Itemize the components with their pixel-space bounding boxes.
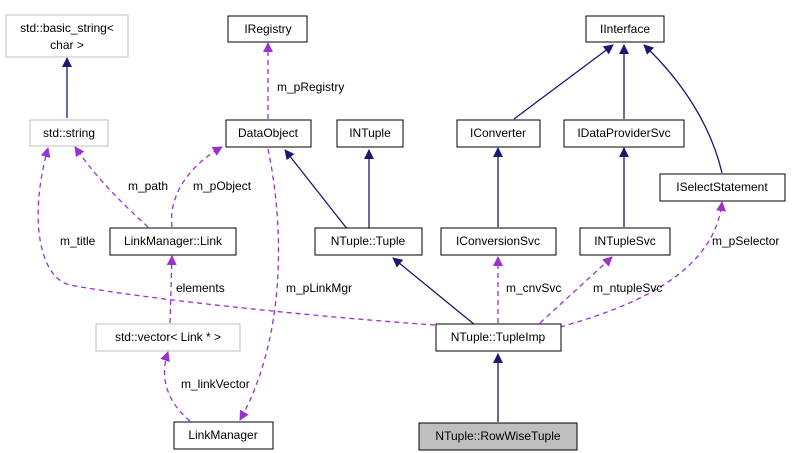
node-intuple-label: INTuple [349, 126, 391, 140]
node-iconverter-label: IConverter [470, 126, 526, 140]
edge-linkmanager-m-plinkmgr [239, 148, 280, 421]
label-m-plinkmgr: m_pLinkMgr [286, 281, 352, 295]
label-m-path: m_path [128, 179, 168, 193]
node-std-string[interactable]: std::string [29, 119, 109, 147]
node-linkmanager[interactable]: LinkManager [173, 421, 274, 450]
node-idataprovidersvc[interactable]: IDataProviderSvc [563, 119, 685, 148]
edge-tuple-to-dataobject [284, 149, 349, 231]
node-intuplesvc-label: INTupleSvc [594, 234, 656, 248]
node-iinterface[interactable]: IInterface [585, 15, 665, 43]
edge-tupleimp-m-ntuplesvc [539, 256, 613, 324]
node-linkmanager-link-label: LinkManager::Link [124, 234, 223, 248]
node-basic-string-label-2: char > [50, 38, 84, 52]
node-std-vector[interactable]: std::vector< Link * > [95, 323, 241, 352]
edge-linkmanager-m-linkvector [160, 351, 191, 422]
node-dataobject[interactable]: DataObject [225, 119, 312, 148]
usage-edges [37, 42, 727, 422]
edge-iselectstatement-to-iinterface [643, 44, 723, 174]
edge-link-m-path [74, 146, 149, 228]
nodes: std::basic_string< char > IRegistry IInt… [5, 14, 786, 451]
edge-iconverter-to-iinterface [513, 44, 614, 120]
node-idataprovidersvc-label: IDataProviderSvc [577, 126, 670, 140]
node-iinterface-label: IInterface [600, 22, 650, 36]
node-linkmanager-link[interactable]: LinkManager::Link [109, 227, 237, 256]
node-linkmanager-label: LinkManager [188, 428, 257, 442]
node-ntuple-tuple-label: NTuple::Tuple [331, 234, 406, 248]
label-m-linkvector: m_linkVector [181, 377, 250, 391]
edge-vector-elements [166, 255, 177, 324]
label-m-cnvsvc: m_cnvSvc [506, 281, 561, 295]
label-m-pobject: m_pObject [193, 179, 252, 193]
edge-labels: m_pRegistry m_path m_pObject m_title ele… [60, 80, 779, 391]
node-iconverter[interactable]: IConverter [456, 119, 541, 148]
node-iregistry[interactable]: IRegistry [227, 15, 308, 43]
label-m-ntuplesvc: m_ntupleSvc [593, 281, 662, 295]
label-elements: elements [176, 281, 225, 295]
edge-tupleimp-m-pselector [559, 201, 727, 328]
edge-tupleimp-m-title [37, 147, 436, 326]
label-m-title: m_title [60, 234, 96, 248]
label-m-pregistry: m_pRegistry [277, 80, 344, 94]
node-intuple[interactable]: INTuple [336, 119, 404, 148]
node-basic-string[interactable]: std::basic_string< char > [5, 14, 129, 58]
node-ntuple-rowwisetuple-label: NTuple::RowWiseTuple [435, 429, 560, 443]
node-std-vector-label: std::vector< Link * > [115, 330, 221, 344]
inheritance-edges [62, 44, 723, 422]
node-iconversionsvc-label: IConversionSvc [456, 234, 540, 248]
node-ntuple-tuple[interactable]: NTuple::Tuple [314, 227, 423, 256]
node-ntuple-tupleimp-label: NTuple::TupleImp [451, 330, 546, 344]
node-iregistry-label: IRegistry [244, 22, 291, 36]
edge-link-m-pobject [170, 146, 223, 228]
node-basic-string-label-1: std::basic_string< [20, 21, 114, 35]
node-ntuple-tupleimp[interactable]: NTuple::TupleImp [435, 323, 562, 352]
node-iselectstatement-label: ISelectStatement [676, 180, 768, 194]
node-iconversionsvc[interactable]: IConversionSvc [440, 227, 557, 256]
label-m-pselector: m_pSelector [712, 234, 779, 248]
node-dataobject-label: DataObject [238, 126, 299, 140]
node-intuplesvc[interactable]: INTupleSvc [579, 227, 671, 256]
node-ntuple-rowwisetuple[interactable]: NTuple::RowWiseTuple [418, 422, 578, 451]
edge-tupleimp-to-tuple [392, 257, 476, 326]
node-std-string-label: std::string [43, 126, 95, 140]
node-iselectstatement[interactable]: ISelectStatement [659, 173, 786, 202]
